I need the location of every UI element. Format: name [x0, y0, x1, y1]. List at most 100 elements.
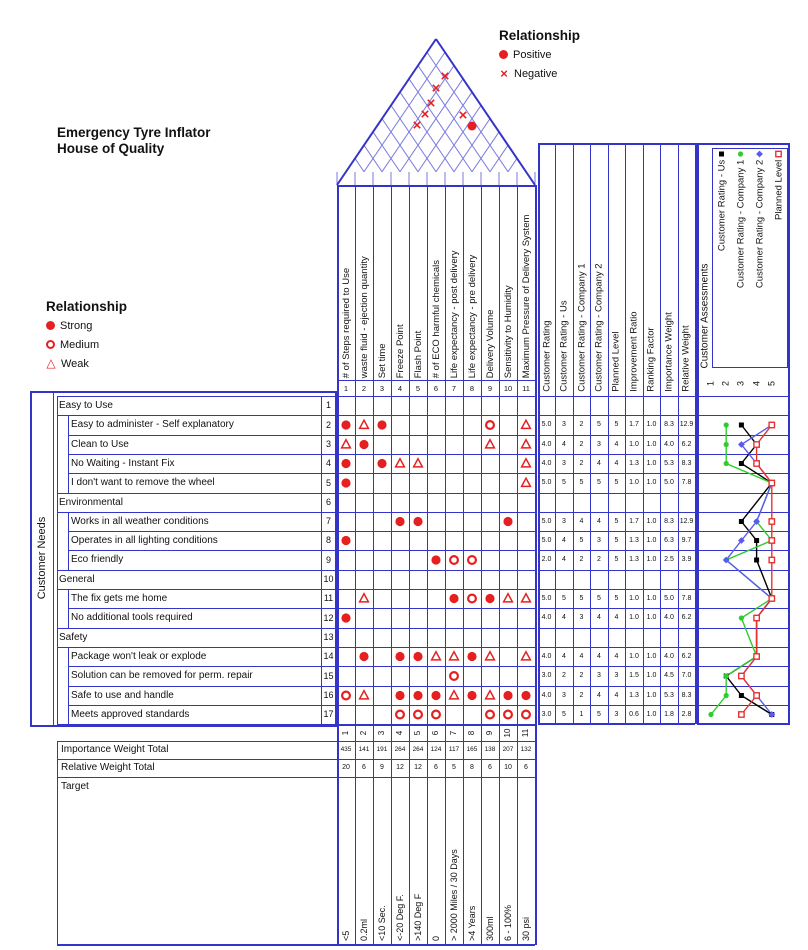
relationship-medium-symbol	[467, 593, 478, 604]
customer-need-label: Easy to administer - Self explanatory	[71, 419, 234, 430]
relationship-strong-symbol	[377, 458, 387, 469]
target-value: >140 Deg F	[412, 893, 423, 941]
relationship-weak-symbol	[484, 438, 496, 449]
customer-need-label: Clean to Use	[71, 439, 129, 450]
rating-value: 1.0	[646, 537, 657, 544]
tech-requirement-header: # of Steps required to Use	[340, 267, 352, 378]
customer-need-label: Eco friendly	[71, 554, 124, 565]
rating-value: 4	[614, 441, 619, 448]
column-number-bottom: 10	[503, 728, 512, 738]
rating-value: 5	[614, 556, 619, 563]
rating-column-header: Planned Level	[610, 331, 622, 392]
row-number: 15	[323, 671, 334, 681]
relationship-weak-symbol	[358, 689, 370, 700]
column-number: 4	[397, 384, 403, 393]
assessment-legend-label: Planned Level	[772, 160, 784, 221]
grid-line	[337, 608, 535, 609]
grid-line	[535, 185, 537, 945]
rating-value: 1.3	[629, 537, 639, 544]
rating-column-header: Relative Weight	[680, 325, 692, 392]
rating-value: 4.0	[541, 460, 552, 467]
relationship-weak-symbol	[520, 438, 532, 449]
rating-value: 2	[597, 556, 601, 563]
rating-value: 4.0	[664, 614, 674, 621]
grid-line	[337, 454, 535, 455]
tech-requirement-header: Sensitivity to Humidity	[502, 285, 514, 378]
medium-label: Medium	[60, 338, 100, 351]
column-number-bottom: 3	[377, 730, 386, 736]
grid-line	[698, 415, 789, 416]
importance-weight-total-value: 165	[466, 746, 478, 753]
rating-value: 4	[562, 614, 566, 621]
rating-value: 12.9	[679, 518, 694, 525]
target-value: 0.2ml	[358, 918, 369, 941]
grid-line	[321, 396, 322, 724]
correlation-negative-symbol	[441, 72, 449, 80]
legend-item-strong: Strong	[46, 316, 127, 335]
grid-line	[337, 628, 535, 629]
legend-item-positive: Positive	[499, 45, 580, 64]
rating-value: 2.0	[541, 556, 552, 563]
relationship-weak-symbol	[358, 418, 370, 430]
rating-value: 3	[597, 537, 601, 544]
correlation-negative-symbol	[427, 99, 435, 107]
target-value: <10 Sec.	[376, 905, 387, 941]
relationship-medium-symbol	[485, 420, 496, 431]
relationship-medium-symbol	[449, 670, 460, 681]
row-number: 3	[325, 439, 331, 449]
relationship-legend: Relationship Strong Medium △ Weak	[46, 299, 127, 373]
grid-line	[538, 647, 695, 648]
importance-weight-total-value: 124	[430, 746, 442, 753]
rating-value: 1.8	[664, 711, 674, 718]
rating-value: 4.0	[664, 441, 674, 448]
column-number: 11	[522, 384, 530, 393]
grid-line	[538, 550, 695, 551]
rating-value: 4.5	[664, 672, 674, 679]
grid-line	[337, 415, 535, 416]
grid-line	[538, 608, 695, 609]
rating-value: 7.8	[681, 479, 692, 486]
correlation-negative-symbol	[421, 110, 429, 118]
column-number-bottom: 6	[431, 730, 440, 736]
rating-value: 0.6	[629, 711, 639, 718]
importance-weight-total-value: 435	[340, 746, 352, 753]
grid-line	[337, 512, 535, 513]
correlation-legend-title: Relationship	[499, 28, 581, 43]
relationship-medium-symbol	[341, 690, 352, 701]
grid-line	[57, 396, 58, 724]
relative-weight-total-value: 12	[414, 764, 422, 771]
grid-line	[481, 185, 482, 945]
column-number: 2	[361, 384, 367, 393]
rating-value: 4.0	[541, 614, 552, 621]
grid-line	[678, 143, 679, 724]
grid-line	[337, 570, 535, 571]
relationship-strong-symbol	[431, 690, 441, 701]
column-number: 8	[469, 384, 475, 393]
customer-need-label: The fix gets me home	[71, 593, 168, 604]
rating-value: 3.0	[541, 711, 552, 718]
rating-value: 4.0	[541, 441, 552, 448]
grid-line	[57, 741, 58, 945]
grid-line	[57, 741, 535, 742]
rating-value: 1.7	[629, 421, 639, 428]
rating-value: 3	[614, 711, 619, 718]
relationship-weak-symbol	[484, 689, 496, 700]
grid-line	[68, 512, 69, 570]
grid-line	[337, 473, 535, 474]
rating-value: 1.0	[646, 518, 657, 525]
rating-value: 7.0	[681, 672, 692, 679]
grid-line	[57, 589, 336, 590]
rating-value: 9.7	[681, 537, 692, 544]
tech-requirement-header: Life expectancy - post delivery	[448, 250, 460, 378]
assessments-box	[697, 143, 790, 725]
rating-value: 3	[562, 460, 566, 467]
positive-label: Positive	[513, 48, 552, 61]
assessment-axis-number: 1	[705, 380, 716, 386]
rating-value: 5	[614, 518, 619, 525]
relationship-strong-symbol	[449, 593, 459, 604]
relationship-strong-symbol	[485, 593, 495, 604]
legend-item-medium: Medium	[46, 335, 127, 354]
column-number: 5	[415, 384, 421, 393]
relationship-weak-symbol	[520, 592, 532, 603]
target-label: Target	[61, 781, 89, 792]
